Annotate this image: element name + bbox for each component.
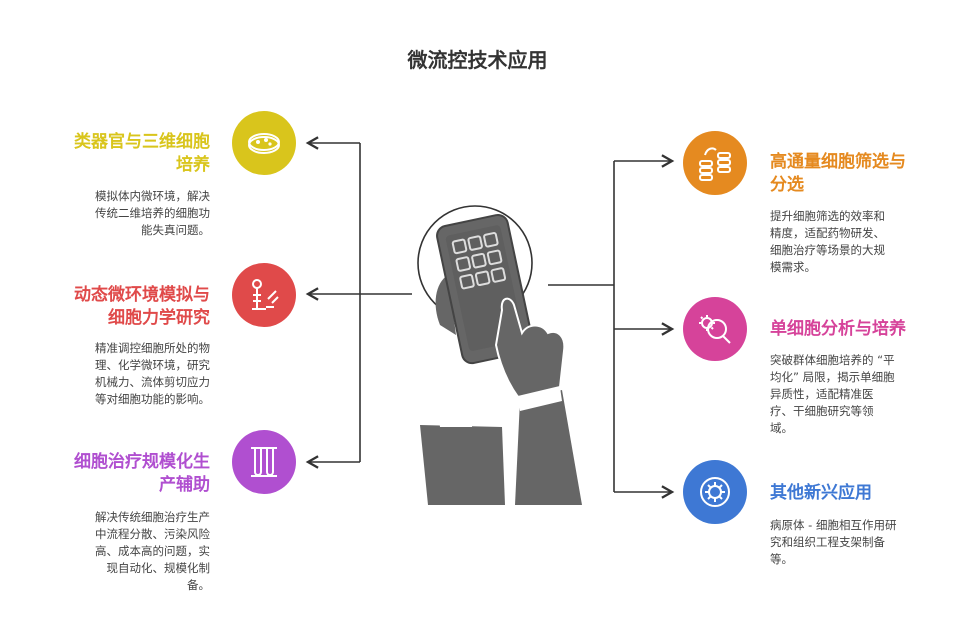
diagram-title: 微流控技术应用: [407, 48, 548, 72]
desc-emerging: 病原体 - 细胞相互作用研 究和组织工程支架制备 等。: [770, 518, 897, 566]
desc-single-cell: 突破群体细胞培养的 “平 均化” 局限，揭示单细胞 异质性，适配精准医 疗、干细…: [770, 353, 895, 435]
circle-organoid: [232, 111, 296, 175]
cell-magnifier-icon: [699, 315, 731, 344]
desc-dynamic: 精准调控细胞所处的物 理、化学微环境，研究 机械力、流体剪切应力 等对细胞功能的…: [95, 341, 210, 406]
circle-dynamic: [232, 263, 296, 327]
desc-cell-therapy: 解决传统细胞治疗生产 中流程分散、污染风险 高、成本高的问题，实 现自动化、规模…: [95, 510, 210, 592]
circle-single-cell: [683, 297, 747, 361]
sorting-stacks-icon: [699, 147, 731, 181]
heading-single-cell: 单细胞分析与培养: [770, 319, 906, 339]
lab-equipment-icon: [252, 279, 279, 310]
desc-organoid: 模拟体内微环境，解决 传统二维培养的细胞功 能失真问题。: [95, 189, 210, 237]
circle-screening: [683, 131, 747, 195]
heading-dynamic: 动态微环境模拟与 细胞力学研究: [74, 285, 210, 328]
petri-dish-icon: [248, 133, 280, 154]
heading-organoid: 类器官与三维细胞 培养: [74, 132, 210, 175]
test-tubes-icon: [251, 447, 277, 477]
hands-holding-phone-illustration: [417, 205, 582, 505]
heading-cell-therapy: 细胞治疗规模化生 产辅助: [74, 452, 210, 495]
heading-emerging: 其他新兴应用: [770, 483, 872, 503]
circle-cell-therapy: [232, 430, 296, 494]
circle-emerging: [683, 460, 747, 524]
microbe-lens-icon: [700, 477, 730, 507]
desc-screening: 提升细胞筛选的效率和 精度，适配药物研发、 细胞治疗等场景的大规 模需求。: [770, 209, 885, 274]
heading-screening: 高通量细胞筛选与 分选: [770, 152, 906, 195]
